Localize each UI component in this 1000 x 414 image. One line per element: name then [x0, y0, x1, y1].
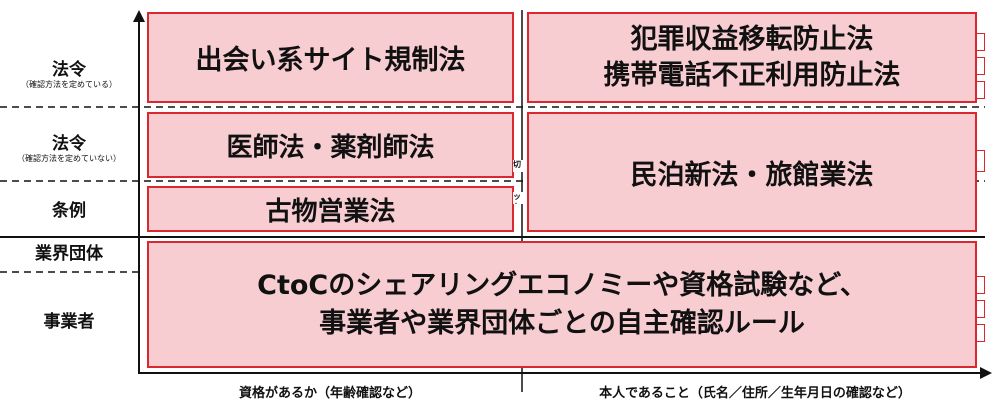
box-tab [977, 324, 985, 342]
box-antique-dealers-law: 古物営業法 [147, 186, 514, 232]
box-minpaku-ryokan-law: 民泊新法・旅館業法 [527, 112, 977, 232]
box-ctoc-self-rules: CtoCのシェアリングエコノミーや資格試験など、 事業者や業界団体ごとの自主確認… [147, 241, 977, 368]
x-axis-label-eligibility: 資格があるか（年齢確認など） [238, 386, 421, 401]
clipped-label: ット [513, 192, 527, 204]
row-label-law-without-method: 法令 （確認方法を定めていない） [17, 134, 121, 163]
box-deai-site-law: 出会い系サイト規制法 [147, 12, 514, 103]
box-tab [977, 300, 985, 318]
box-tab [977, 33, 985, 51]
row-label-business: 事業者 [43, 312, 95, 332]
box-tab [977, 81, 985, 99]
box-crime-proceeds-law: 犯罪収益移転防止法 携帯電話不正利用防止法 [527, 12, 977, 103]
x-axis-label-identity: 本人であること（氏名／住所／生年月日の確認など） [599, 386, 911, 401]
row-label-industry-group: 業界団体 [35, 244, 103, 264]
y-axis-arrow [133, 10, 145, 22]
box-doctor-pharmacist-law: 医師法・薬剤師法 [147, 112, 514, 178]
row-label-law-with-method: 法令 （確認方法を定めている） [21, 60, 117, 89]
box-tab [977, 57, 985, 75]
clipped-label: 切 [513, 160, 525, 172]
box-tab [977, 150, 985, 172]
x-axis-arrow [980, 367, 992, 379]
box-tab [977, 276, 985, 294]
row-label-ordinance: 条例 [52, 201, 86, 221]
